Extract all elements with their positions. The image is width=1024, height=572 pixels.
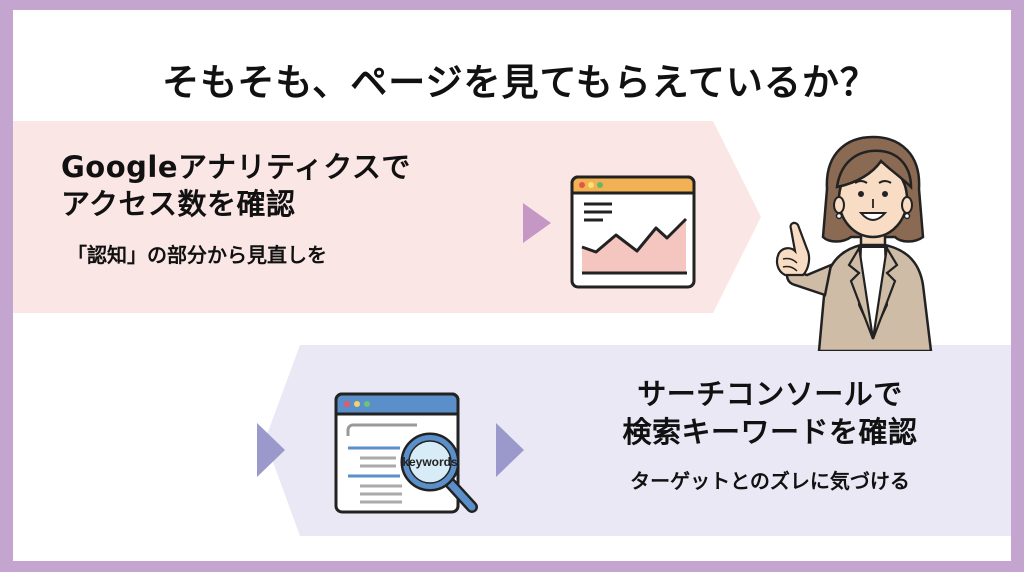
analytics-section: Googleアナリティクスで アクセス数を確認 「認知」の部分から見直しを [13,121,761,313]
analytics-subtext: 「認知」の部分から見直しを [67,243,327,267]
arrow-right-icon [523,203,551,243]
search-console-subtext: ターゲットとのズレに気づける [630,469,910,493]
keywords-label: keywords [402,455,458,469]
search-console-heading-line2: 検索キーワードを確認 [622,415,918,449]
page-title: そもそも、ページを見てもらえているか？ [162,61,878,104]
businesswoman-pointing-illustration [775,135,933,351]
search-console-section: keywords サーチコンソールで 検索キーワードを確認 ターゲットとのズレに… [257,345,1011,536]
analytics-text: Googleアナリティクスで アクセス数を確認 「認知」の部分から見直しを [61,149,411,268]
search-console-text: サーチコンソールで 検索キーワードを確認 ターゲットとのズレに気づける [560,375,980,494]
slide-panel: そもそも、ページを見てもらえているか？ Googleアナリティクスで アクセス数… [13,10,1011,561]
search-console-heading-line1: サーチコンソールで [637,377,903,411]
arrow-right-icon [496,423,524,477]
analytics-chart-window-icon [570,175,696,289]
arrow-right-icon [257,423,285,477]
search-keywords-window-icon: keywords [322,386,482,520]
analytics-heading-line1: Googleアナリティクスで [61,150,411,184]
analytics-heading-line2: アクセス数を確認 [61,187,296,221]
